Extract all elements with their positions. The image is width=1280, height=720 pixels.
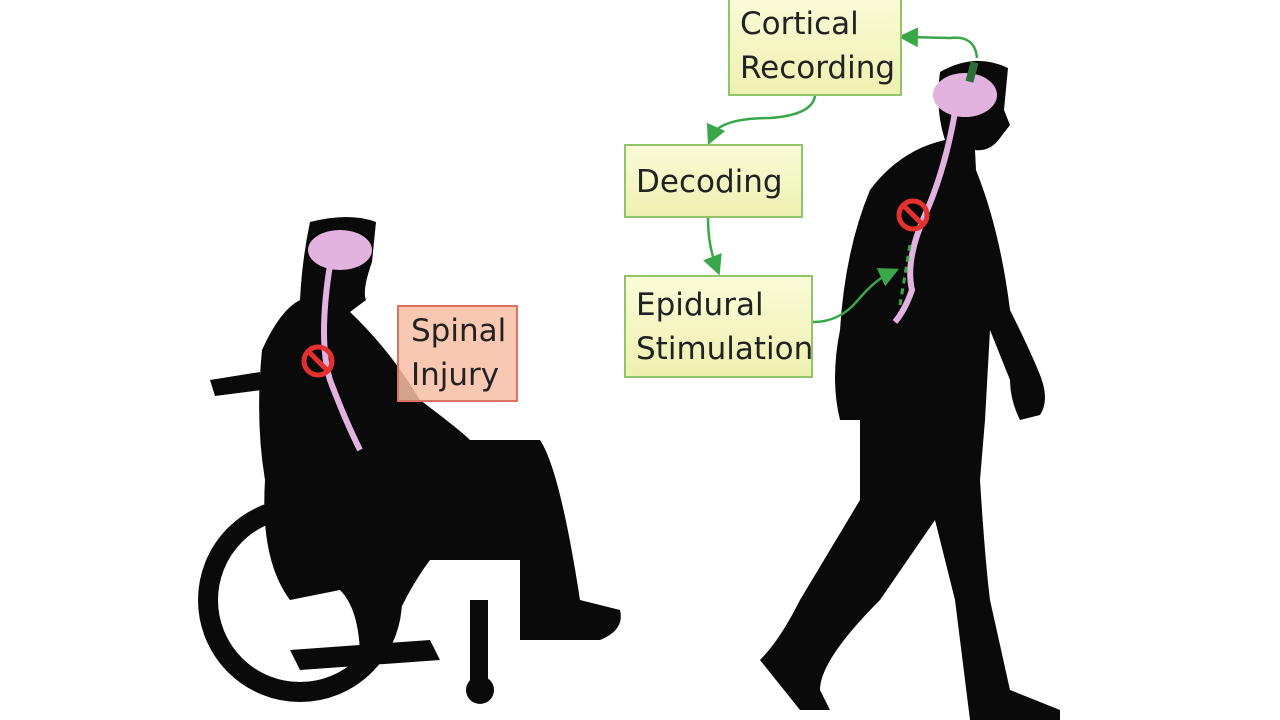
spinal-injury-box: Spinal Injury <box>397 305 518 402</box>
arrow-brain-to-recording <box>898 27 979 59</box>
blocked-symbol-icon <box>896 198 930 232</box>
brain-spinal-cord-right <box>892 61 997 324</box>
arrow-stimulation-to-spine <box>812 268 900 324</box>
electrode-implant-icon <box>965 61 979 83</box>
walking-person-silhouette <box>760 60 1060 720</box>
stimulation-lead <box>898 244 912 306</box>
epidural-stimulation-box: Epidural Stimulation <box>624 275 813 378</box>
arrow-recording-to-decoding <box>706 95 817 146</box>
brain-spinal-cord-left <box>308 230 372 452</box>
arrow-decoding-to-stimulation <box>703 217 722 276</box>
decoding-box: Decoding <box>624 144 803 218</box>
cortical-recording-box: Cortical Recording <box>728 0 902 96</box>
wheelchair-person-silhouette <box>198 217 621 704</box>
blocked-symbol-icon <box>301 344 335 378</box>
